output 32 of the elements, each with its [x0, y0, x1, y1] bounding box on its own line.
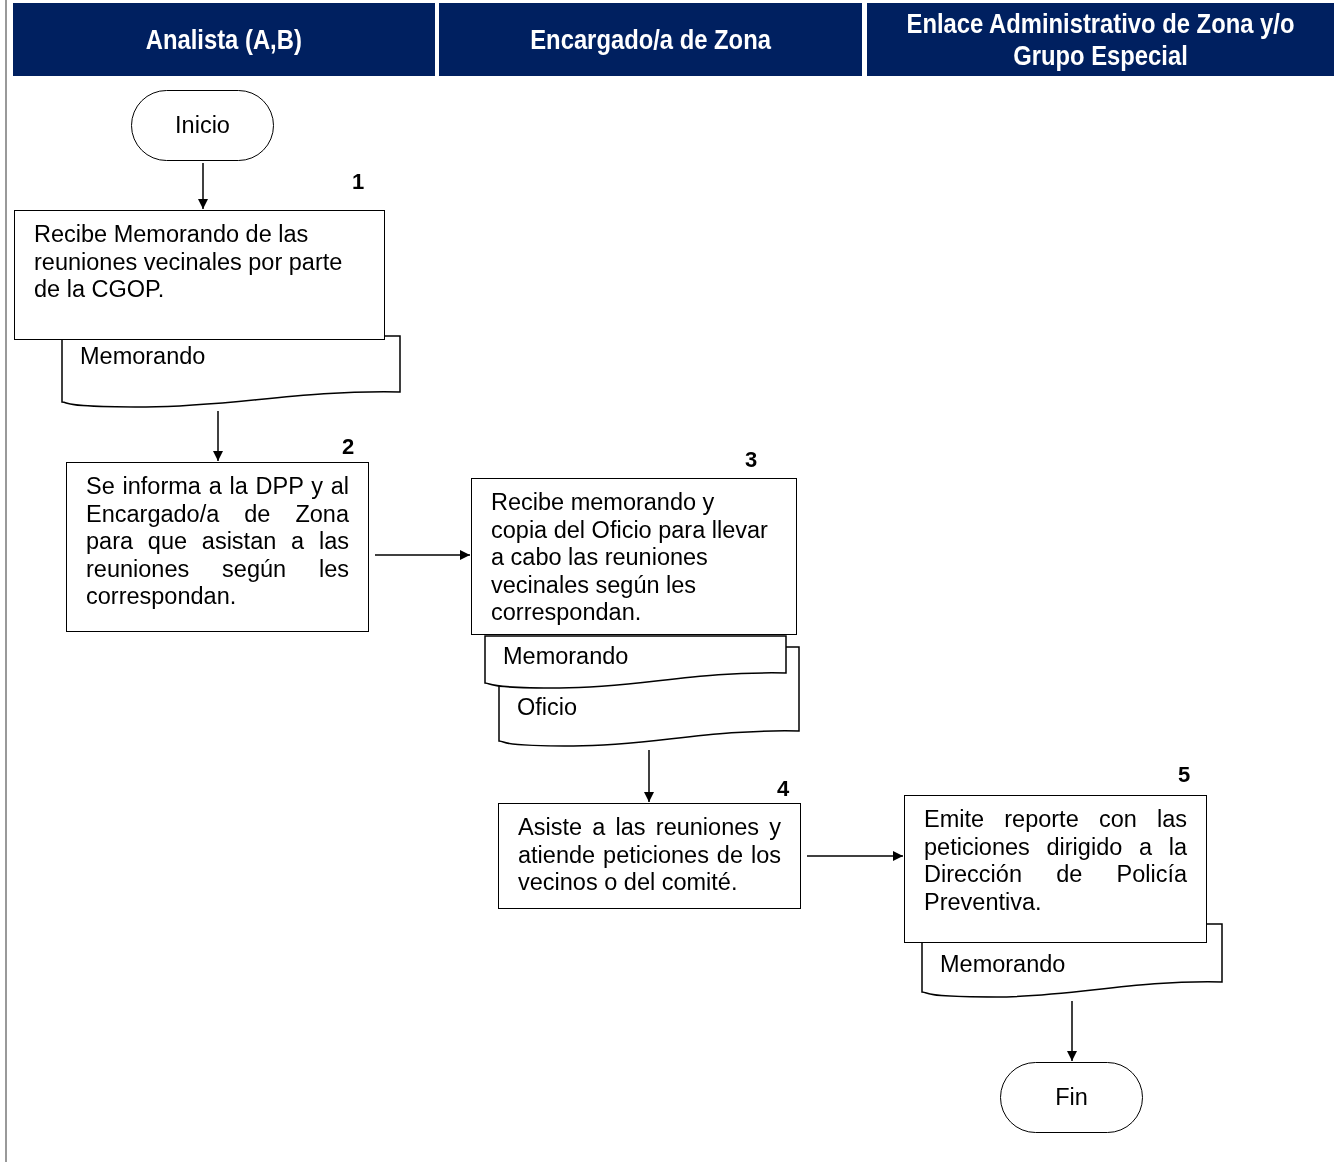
document-label: Memorando — [940, 951, 1066, 979]
arrow — [1067, 1000, 1077, 1062]
process-box — [14, 210, 385, 340]
step-number: 1 — [352, 170, 365, 194]
step-number: 4 — [777, 777, 790, 801]
step-description: Emite reporte con las peticiones dirigido a la Dirección de Policía Preventiva. — [924, 806, 1187, 916]
document-label: Oficio — [517, 694, 578, 722]
arrow — [213, 410, 223, 462]
process-box — [66, 462, 369, 632]
step-number: 3 — [745, 448, 758, 472]
process-box — [498, 803, 801, 909]
lane-header — [867, 3, 1334, 76]
terminal-label: Inicio — [175, 111, 230, 140]
arrow — [644, 749, 654, 803]
lane-header — [13, 3, 435, 76]
step-number: 2 — [342, 435, 355, 459]
step-number: 5 — [1178, 763, 1191, 787]
step-description: Recibe Memorando de las reuniones vecinales por parte de la CGOP. — [34, 221, 344, 304]
step-description: Se informa a la DPP y al Encargado/a de Zona para que asistan a las reuniones según les correspondan. — [86, 473, 349, 611]
terminal-label: Fin — [1055, 1083, 1088, 1112]
lane-title: Analista (A,B) — [145, 23, 302, 56]
arrow — [198, 162, 208, 210]
lane-header — [439, 3, 862, 76]
arrow — [806, 851, 904, 861]
document-shape — [61, 335, 401, 409]
step-description: Recibe memorando y copia del Oficio para llevar a cabo las reuniones vecinales según les correspondan. — [491, 489, 769, 627]
lane-title: Encargado/a de Zona — [530, 23, 771, 56]
arrow — [374, 550, 471, 560]
process-box — [904, 795, 1207, 943]
step-description: Asiste a las reuniones y atiende peticiones de los vecinos o del comité. — [518, 814, 781, 897]
document-label: Memorando — [80, 343, 206, 371]
lane-title: Enlace Administrativo de Zona y/o Grupo Especial — [905, 7, 1296, 72]
